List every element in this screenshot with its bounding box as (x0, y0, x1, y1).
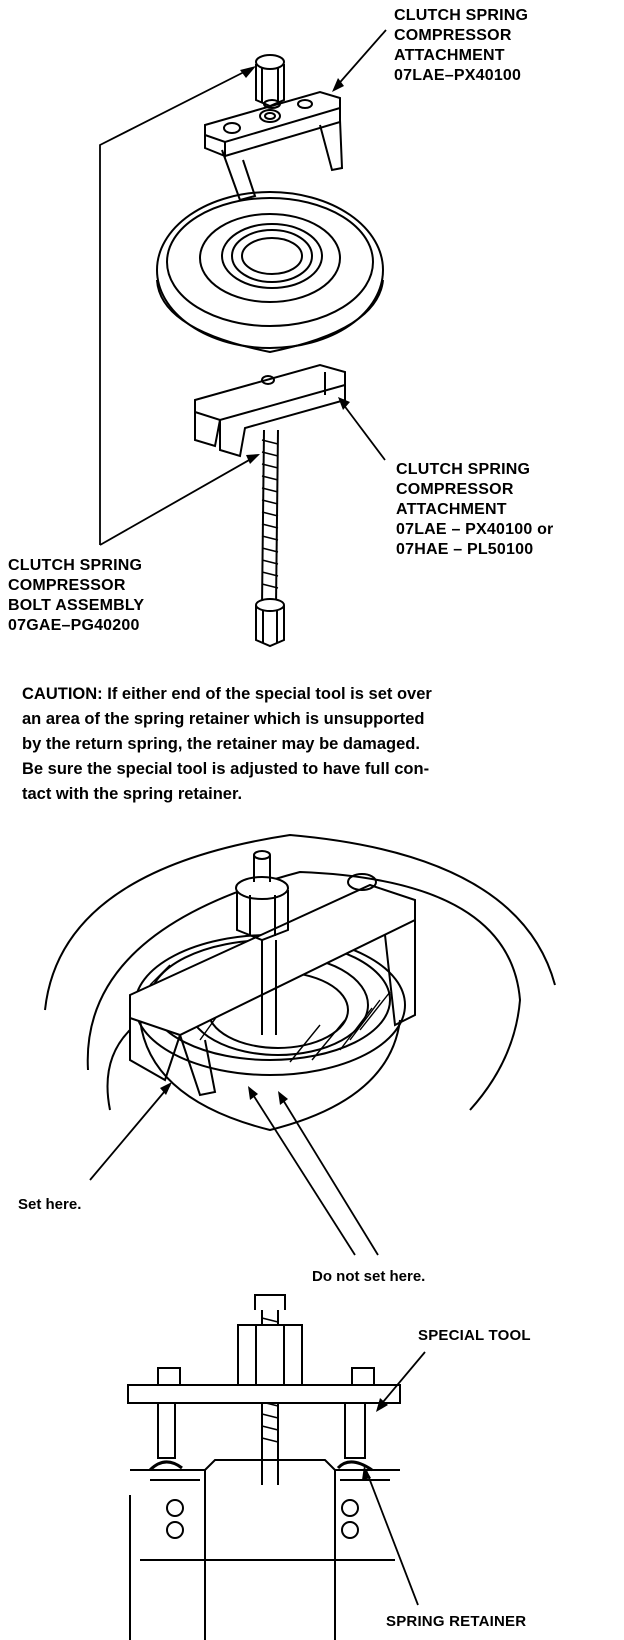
top-hex-nut (256, 55, 284, 106)
caution-line: tact with the spring retainer. (22, 785, 243, 803)
label-line: COMPRESSOR (8, 577, 126, 594)
label-line: ATTACHMENT (394, 47, 505, 64)
label-line: 07LAE – PX40100 or (396, 521, 554, 538)
do-not-set-here-label: Do not set here. (312, 1268, 426, 1285)
lower-attachment-bar (195, 365, 345, 456)
threaded-bolt (256, 430, 284, 646)
spring-retainer-label: SPRING RETAINER (386, 1613, 527, 1630)
label-line: 07GAE–PG40200 (8, 617, 140, 634)
special-tool-label: SPECIAL TOOL (418, 1327, 531, 1344)
label-line: CLUTCH SPRING (8, 557, 143, 574)
arrowheads (240, 66, 350, 464)
caution-line: CAUTION: If either end of the special to… (22, 685, 432, 703)
caution-line: Be sure the special tool is adjusted to … (22, 760, 430, 778)
label-line: CLUTCH SPRING (396, 461, 531, 478)
label-line: ATTACHMENT (396, 501, 507, 518)
label-line: COMPRESSOR (394, 27, 512, 44)
top-attachment-bar (205, 92, 342, 200)
label-line: 07HAE – PL50100 (396, 541, 534, 558)
bolt-assembly-label: CLUTCH SPRING COMPRESSOR BOLT ASSEMBLY 0… (8, 556, 144, 636)
exploded-view-diagram (100, 30, 386, 646)
label-line: COMPRESSOR (396, 481, 514, 498)
mid-attachment-label: CLUTCH SPRING COMPRESSOR ATTACHMENT 07LA… (396, 460, 553, 560)
caution-line: an area of the spring retainer which is … (22, 710, 425, 728)
installed-tool-view (45, 835, 555, 1255)
set-here-label: Set here. (18, 1196, 82, 1213)
cross-section-view (128, 1295, 425, 1640)
caution-note: CAUTION: If either end of the special to… (22, 682, 607, 807)
label-line: CLUTCH SPRING (394, 7, 529, 24)
caution-line: by the return spring, the retainer may b… (22, 735, 420, 753)
label-line: 07LAE–PX40100 (394, 67, 522, 84)
top-attachment-label: CLUTCH SPRING COMPRESSOR ATTACHMENT 07LA… (394, 6, 528, 86)
leader-lines (100, 30, 386, 545)
pulley (157, 192, 383, 352)
label-line: BOLT ASSEMBLY (8, 597, 145, 614)
